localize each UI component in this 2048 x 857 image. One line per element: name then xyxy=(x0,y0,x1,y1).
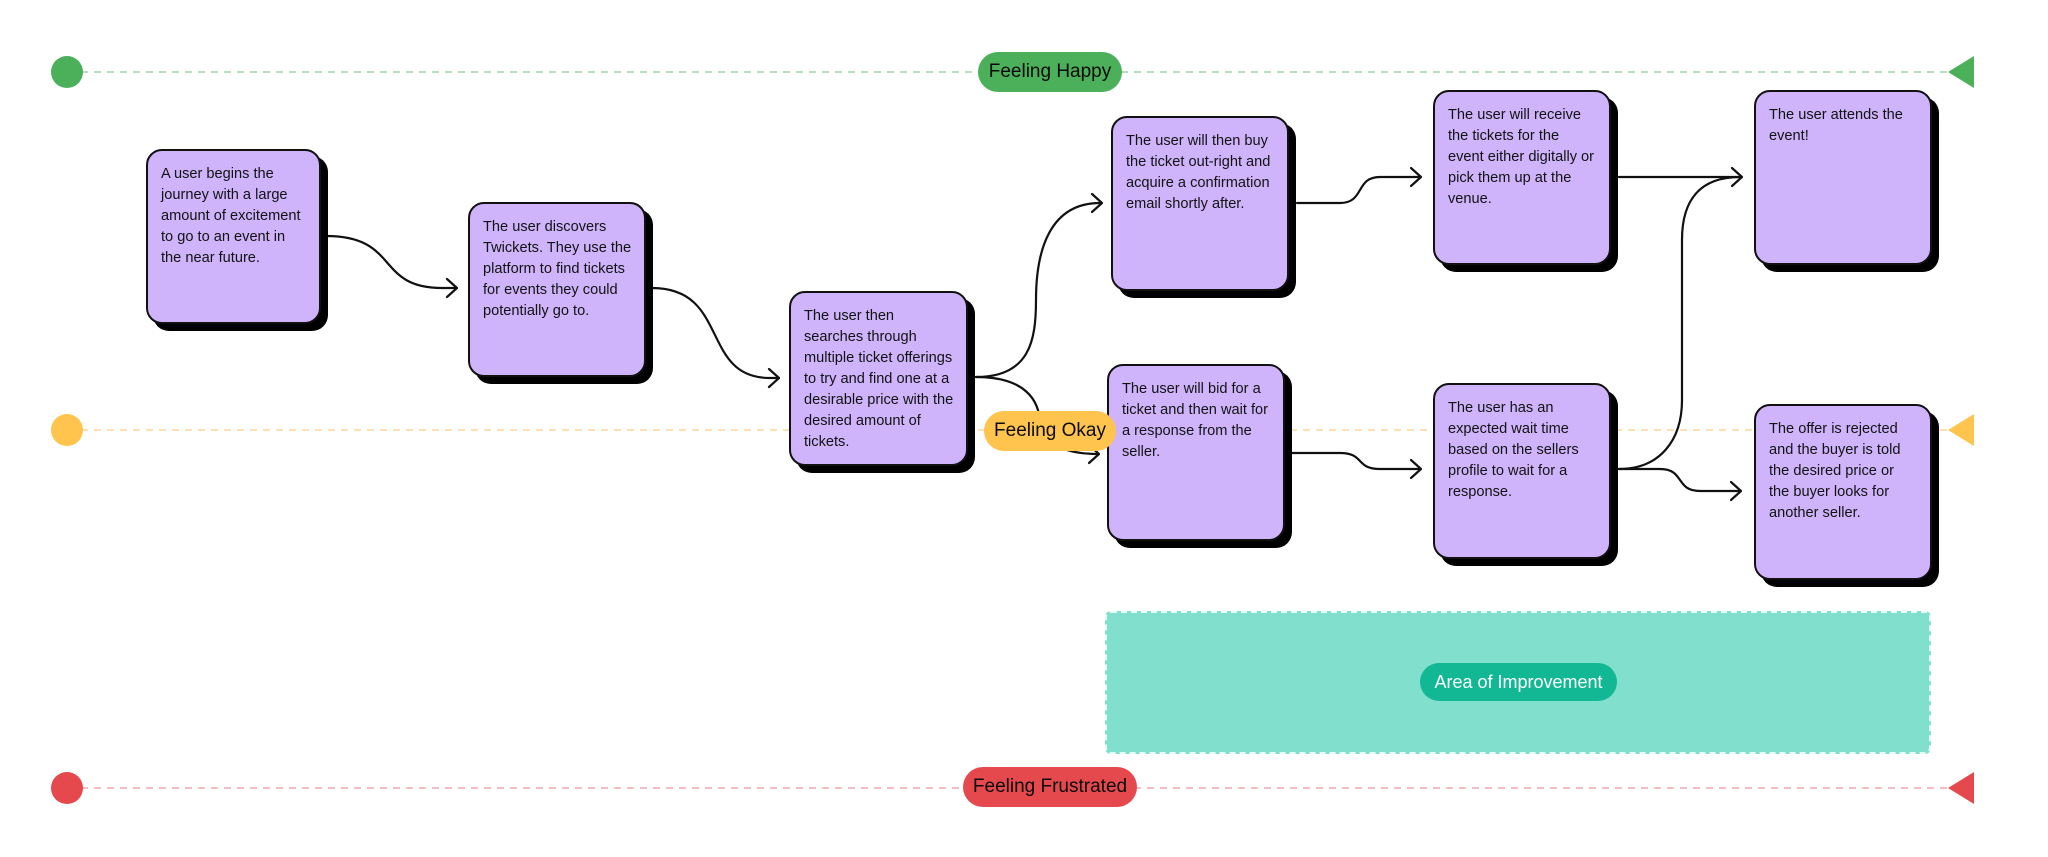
step-card-buy: The user will then buy the ticket out-ri… xyxy=(1111,116,1289,291)
feeling-happy-label: Feeling Happy xyxy=(978,52,1122,92)
connector-search-buy xyxy=(974,201,1102,379)
arrowhead-discover xyxy=(445,277,459,299)
step-card-discover: The user discovers Twickets. They use th… xyxy=(468,202,646,377)
step-card-wait: The user has an expected wait time based… xyxy=(1433,383,1611,559)
step-card-rejected: The offer is rejected and the buyer is t… xyxy=(1754,404,1932,580)
arrowhead-receive xyxy=(1409,166,1423,188)
arrowhead-rejected xyxy=(1729,480,1743,502)
step-card-search: The user then searches through multiple … xyxy=(789,291,968,466)
arrowhead-search xyxy=(767,367,781,389)
connector-wait-attend xyxy=(1617,175,1742,471)
step-card-begin: A user begins the journey with a large a… xyxy=(146,149,321,324)
frustrated-start-dot xyxy=(51,772,83,804)
feeling-okay-label: Feeling Okay xyxy=(984,411,1116,451)
frustrated-end-marker xyxy=(1948,772,1974,804)
connector-wait-rejected xyxy=(1617,467,1742,493)
arrowhead-wait xyxy=(1409,458,1423,480)
okay-start-dot xyxy=(51,414,83,446)
step-card-receive: The user will receive the tickets for th… xyxy=(1433,90,1611,265)
connector-buy-receive xyxy=(1295,175,1422,205)
step-card-attend: The user attends the event! xyxy=(1754,90,1932,265)
connector-bid-wait xyxy=(1290,451,1422,471)
happy-start-dot xyxy=(51,56,83,88)
feeling-frustrated-label: Feeling Frustrated xyxy=(963,767,1137,807)
happy-end-marker xyxy=(1948,56,1974,88)
arrowhead-attend xyxy=(1730,166,1744,188)
connector-begin-discover xyxy=(324,234,458,290)
connector-discover-search xyxy=(650,286,780,380)
step-card-bid: The user will bid for a ticket and then … xyxy=(1107,364,1285,541)
arrowhead-buy xyxy=(1090,192,1104,214)
improvement-label: Area of Improvement xyxy=(1420,663,1617,701)
okay-end-marker xyxy=(1948,414,1974,446)
